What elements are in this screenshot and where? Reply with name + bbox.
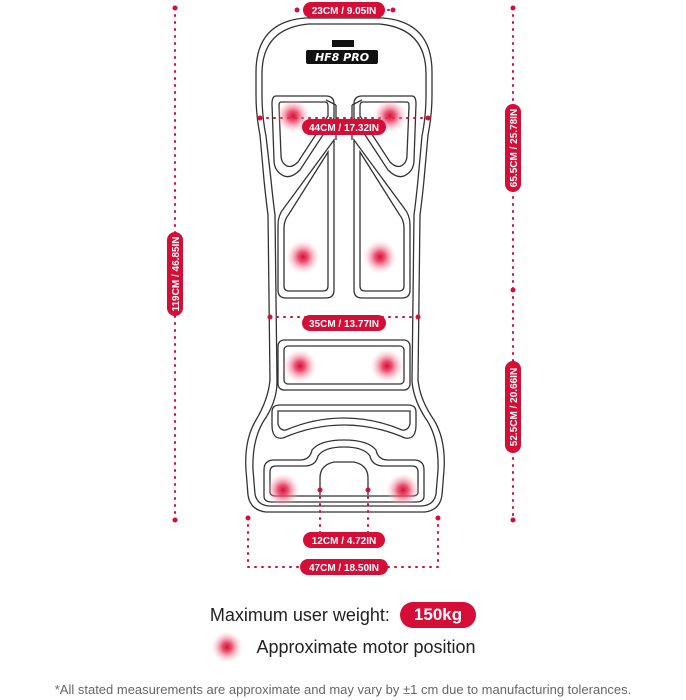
dimension-lines — [174, 7, 514, 568]
svg-text:35CM / 13.77IN: 35CM / 13.77IN — [309, 319, 379, 330]
weight-legend: Maximum user weight: 150kg — [0, 600, 686, 630]
svg-text:44CM / 17.32IN: 44CM / 17.32IN — [309, 123, 379, 134]
svg-text:119CM / 46.85IN: 119CM / 46.85IN — [171, 236, 182, 311]
pad-upper-right — [353, 95, 417, 178]
pad-foot-u — [263, 439, 425, 503]
svg-text:52.5CM / 20.66IN: 52.5CM / 20.66IN — [509, 368, 520, 446]
motor-marker — [370, 349, 404, 383]
platform-outer-edge — [245, 17, 445, 513]
pad-mid-left — [277, 138, 335, 299]
platform-inner-edge — [252, 23, 439, 507]
motor-marker — [276, 99, 310, 133]
motor-legend: Approximate motor position — [0, 631, 686, 663]
motor-positions — [266, 99, 420, 507]
badge-upper-length: 65.5CM / 25.78IN — [505, 104, 521, 192]
hf8-logo: HF8 PRO — [306, 40, 378, 64]
disclaimer-text: *All stated measurements are approximate… — [54, 682, 632, 697]
badge-upper-width: 44CM / 17.32IN — [302, 119, 386, 135]
motor-marker — [283, 349, 317, 383]
motor-marker — [286, 240, 320, 274]
badge-top-width: 23CM / 9.05IN — [303, 2, 385, 18]
badge-total-length: 119CM / 46.85IN — [167, 232, 183, 316]
pad-upper-left — [271, 95, 335, 178]
motor-label: Approximate motor position — [256, 636, 476, 657]
badge-mid-width: 35CM / 13.77IN — [302, 315, 386, 331]
dimension-endpoints — [172, 5, 516, 523]
motor-marker — [386, 473, 420, 507]
pad-lower-band — [271, 404, 417, 439]
motor-marker — [363, 240, 397, 274]
platform-outline — [245, 17, 445, 513]
motor-position-icon — [211, 631, 244, 663]
svg-text:12CM / 4.72IN: 12CM / 4.72IN — [312, 536, 376, 547]
logo-text: HF8 PRO — [315, 51, 369, 64]
badge-bottom-width: 47CM / 18.50IN — [300, 559, 388, 575]
pad-seat — [277, 339, 411, 391]
svg-text:47CM / 18.50IN: 47CM / 18.50IN — [309, 563, 379, 574]
motor-marker — [266, 473, 300, 507]
badge-lower-length: 52.5CM / 20.66IN — [505, 361, 521, 453]
svg-text:23CM / 9.05IN: 23CM / 9.05IN — [312, 6, 376, 17]
pad-mid-right — [353, 138, 411, 299]
badge-cutout-width: 12CM / 4.72IN — [303, 532, 385, 548]
weight-label: Maximum user weight: — [209, 604, 390, 625]
svg-text:65.5CM / 25.78IN: 65.5CM / 25.78IN — [509, 109, 520, 187]
weight-badge: 150kg — [399, 602, 477, 628]
